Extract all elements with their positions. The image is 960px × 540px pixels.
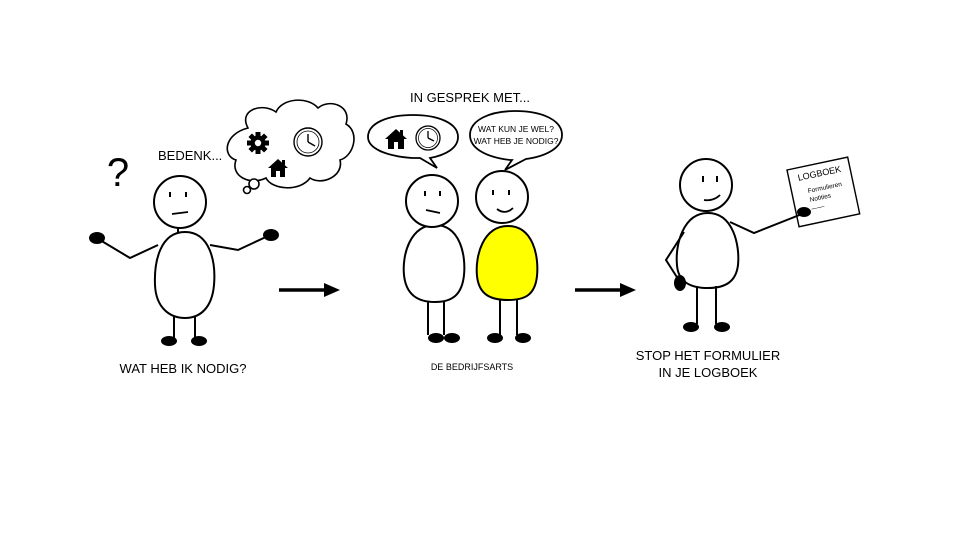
speech-bubble-questions: WAT KUN JE WEL? WAT HEB JE NODIG? [469, 110, 563, 171]
question-mark: ? [107, 151, 129, 195]
bubble-question-1: WAT KUN JE WEL? [478, 124, 554, 134]
figure-body-yellow [475, 224, 539, 302]
stick-figure-company-doctor [475, 170, 539, 335]
bubble-question-2: WAT HEB JE NODIG? [474, 136, 559, 146]
step-store-caption-line2: IN JE LOGBOEK [659, 365, 758, 380]
step-store-caption-line1: STOP HET FORMULIER [636, 348, 780, 363]
house-icon [385, 129, 407, 149]
step-think: ? BEDENK... [89, 99, 355, 376]
step-think-caption: WAT HEB IK NODIG? [120, 361, 247, 376]
figure-head [153, 175, 207, 229]
talk-heading: IN GESPREK MET... [410, 90, 530, 105]
figure-body [153, 230, 216, 320]
figure-body [402, 223, 466, 304]
figure-body [675, 211, 740, 290]
clock-icon [415, 125, 441, 151]
logbook-line-blank: —— [811, 203, 826, 213]
logbook-line-notes: Notities [809, 192, 832, 204]
arrow-right-icon [575, 283, 636, 297]
step-talk: IN GESPREK MET... WAT KUN JE WEL? WAT HE… [367, 90, 563, 372]
thought-label: BEDENK... [158, 148, 222, 163]
clock-icon [293, 127, 323, 157]
step-store: LOGBOEK Formulieren Notities —— STOP HET… [636, 156, 861, 380]
thought-cloud [226, 99, 355, 195]
step-talk-caption: DE BEDRIJFSARTS [431, 362, 513, 372]
stick-figure-logbook [664, 158, 803, 324]
house-icon [268, 159, 288, 177]
gear-icon [247, 132, 269, 154]
figure-head [679, 158, 733, 212]
figure-head [475, 170, 529, 224]
stick-figure-thinker [99, 175, 269, 340]
figure-head [405, 174, 459, 228]
speech-bubble-icons [367, 114, 459, 169]
stick-figure-client [402, 174, 466, 335]
arrow-right-icon [279, 283, 340, 297]
